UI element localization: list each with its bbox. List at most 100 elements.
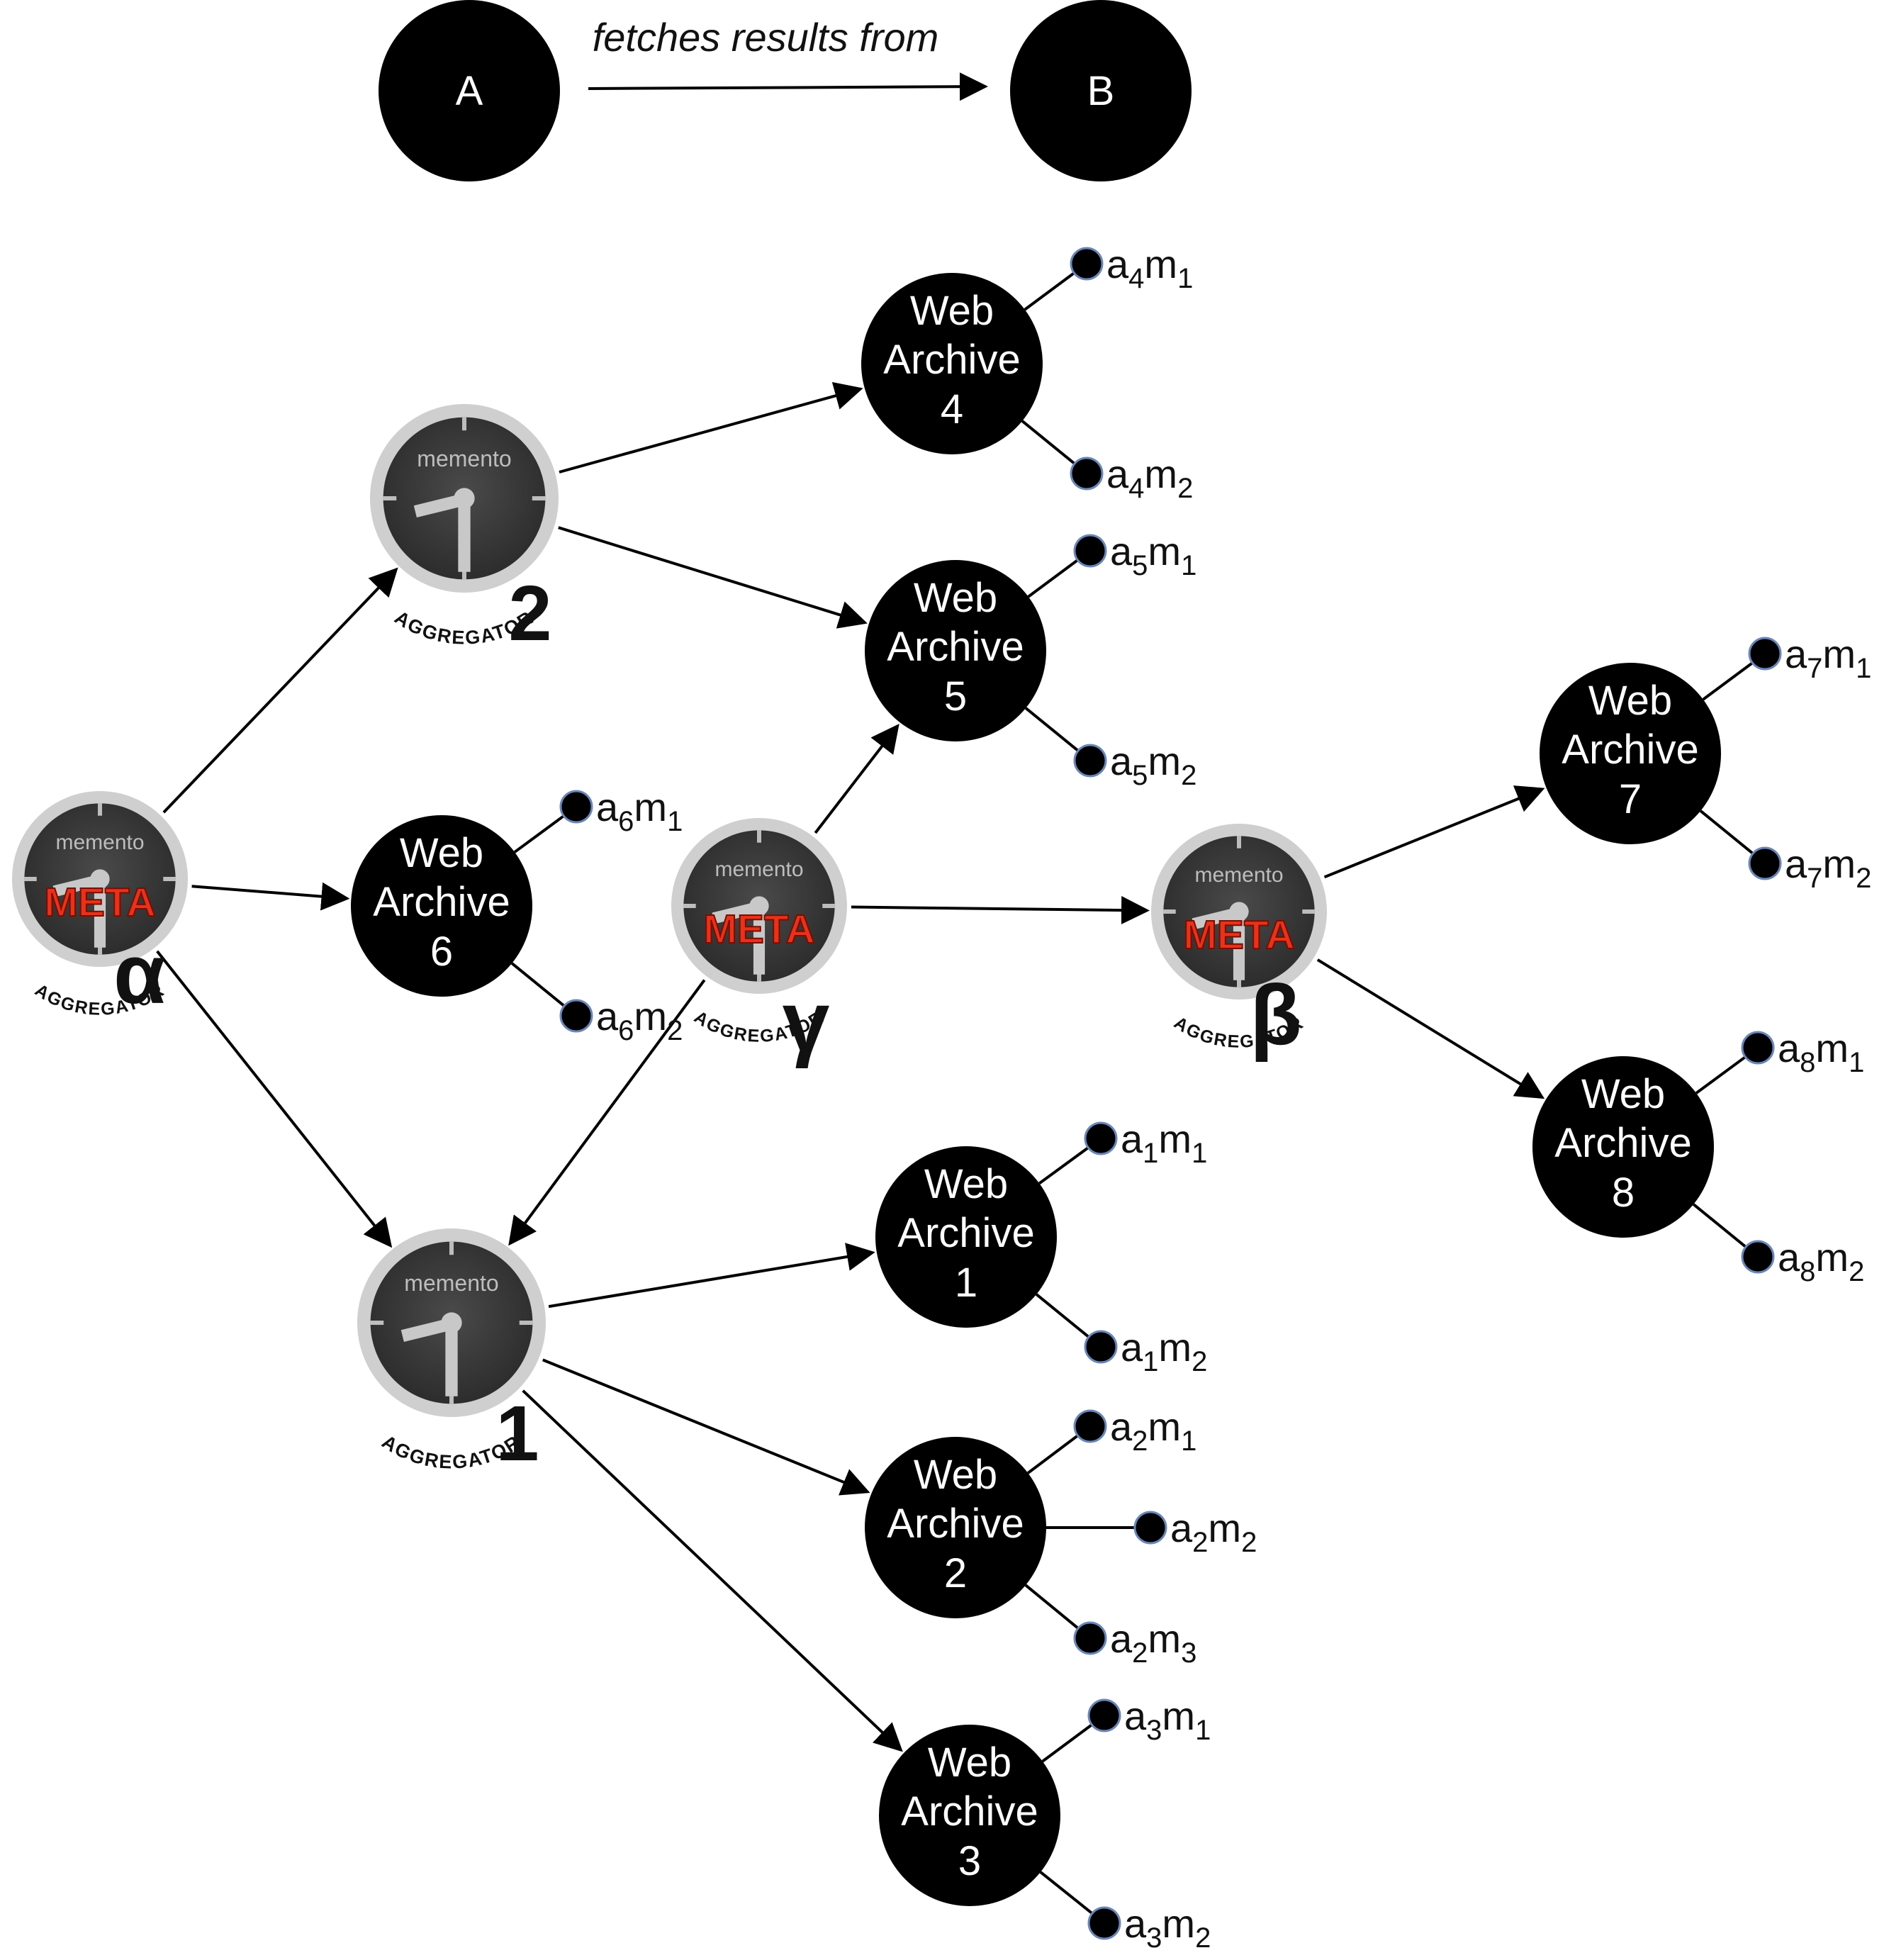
memento-dot[interactable]: [1741, 1240, 1775, 1274]
memento-dot[interactable]: [1070, 247, 1104, 281]
web-archive-label-line: 5: [944, 673, 967, 719]
legend-node-b: [1010, 0, 1192, 181]
aggregator-top-label: memento: [714, 858, 803, 881]
web-archive-label-line: Web: [914, 1452, 997, 1498]
memento-spoke: [1024, 1584, 1080, 1630]
web-archive-circle: [351, 815, 532, 997]
memento-spoke: [1695, 1055, 1747, 1094]
memento-dot[interactable]: [1133, 1511, 1167, 1545]
memento-dot[interactable]: [1073, 1621, 1107, 1655]
web-archive-label-line: Web: [1581, 1071, 1665, 1117]
web-archive-label-line: Archive: [883, 337, 1020, 383]
web-archive-label-line: Archive: [887, 1501, 1024, 1547]
edge-agg1-to-wa2: [542, 1358, 870, 1496]
aggregator-top-label: memento: [55, 831, 144, 854]
aggregator-top-label: memento: [417, 446, 511, 471]
aggregator-tag: 2: [508, 570, 551, 657]
clock-center-icon: [749, 896, 769, 916]
memento-dot[interactable]: [1073, 534, 1107, 568]
clock-center-icon: [454, 488, 475, 509]
edge-alpha-to-agg1: [156, 950, 393, 1248]
memento-spoke: [1041, 1723, 1093, 1763]
legend-arrow: [588, 72, 988, 101]
memento-dot[interactable]: [1748, 846, 1782, 880]
memento-label: a8m2: [1778, 1235, 1864, 1287]
memento-label: a1m2: [1121, 1325, 1207, 1377]
memento-dot[interactable]: [1070, 457, 1104, 491]
memento-spoke: [510, 962, 566, 1007]
web-archive-label-line: Web: [924, 1161, 1008, 1207]
legend-node-a-label: A: [456, 68, 483, 114]
web-archive-label-line: 1: [955, 1260, 977, 1306]
web-archive-circle: [865, 1437, 1046, 1618]
memento-label: a8m1: [1778, 1026, 1864, 1078]
memento-spoke: [513, 814, 565, 853]
web-archive-label-line: Archive: [1562, 727, 1698, 773]
memento-dot[interactable]: [1087, 1698, 1121, 1732]
memento-label: a2m2: [1170, 1506, 1257, 1558]
memento-label: a2m3: [1110, 1616, 1196, 1669]
edge-gamma-to-beta: [851, 896, 1150, 925]
memento-label: a3m2: [1124, 1901, 1211, 1954]
edge-beta-to-wa7: [1323, 785, 1545, 879]
memento-label: a4m1: [1106, 242, 1193, 294]
legend-node-a: [379, 0, 560, 181]
edge-agg2-to-wa5: [558, 526, 868, 629]
memento-label: a5m1: [1110, 529, 1196, 581]
memento-spokes: [510, 271, 1754, 1915]
aggregator-meta-label: META: [703, 907, 814, 952]
memento-dot[interactable]: [1748, 637, 1782, 671]
memento-label: a4m2: [1106, 452, 1193, 504]
memento-dot[interactable]: [559, 999, 593, 1033]
web-archive-label-line: 8: [1612, 1170, 1635, 1216]
edge-gamma-to-wa5: [814, 724, 899, 834]
edge-gamma-to-agg1: [508, 979, 706, 1246]
web-archive-label-line: Archive: [887, 624, 1024, 670]
memento-spoke: [1035, 1293, 1090, 1338]
memento-label: a6m1: [596, 785, 683, 837]
memento-label: a1m1: [1121, 1116, 1207, 1169]
memento-dot[interactable]: [1084, 1330, 1118, 1364]
memento-dot[interactable]: [1073, 744, 1107, 778]
memento-spoke: [1024, 271, 1075, 311]
web-archive-label-line: Web: [1588, 678, 1672, 724]
edge-alpha-to-wa6: [191, 882, 350, 911]
memento-dot[interactable]: [1084, 1121, 1118, 1155]
aggregator-tag: β: [1250, 968, 1301, 1063]
clock-center-icon: [90, 869, 110, 889]
memento-dot[interactable]: [559, 790, 593, 824]
web-archive-label-line: Archive: [1554, 1120, 1691, 1166]
edge-beta-to-wa8: [1316, 958, 1545, 1099]
web-archive-label-line: 7: [1619, 776, 1642, 822]
memento-label: a6m2: [596, 994, 683, 1046]
web-archive-label-line: Archive: [901, 1788, 1038, 1835]
aggregator-top-label: memento: [1194, 863, 1283, 887]
legend-node-b-label: B: [1087, 68, 1115, 114]
memento-label: a2m1: [1110, 1404, 1196, 1457]
memento-label: a7m1: [1785, 632, 1871, 684]
edges: [156, 381, 1545, 1752]
memento-spoke: [1027, 1434, 1079, 1474]
web-archive-circle: [875, 1146, 1057, 1328]
legend: A B fetches results from: [379, 0, 1192, 181]
web-archive-label-line: Web: [914, 575, 997, 621]
web-archive-circle: [879, 1725, 1060, 1906]
aggregator-tag: 1: [495, 1390, 539, 1477]
memento-dot[interactable]: [1087, 1906, 1121, 1940]
web-archive-label-line: Web: [400, 830, 483, 876]
web-archive-label-line: 2: [944, 1550, 967, 1596]
memento-dot[interactable]: [1741, 1031, 1775, 1065]
memento-dot[interactable]: [1073, 1409, 1107, 1443]
